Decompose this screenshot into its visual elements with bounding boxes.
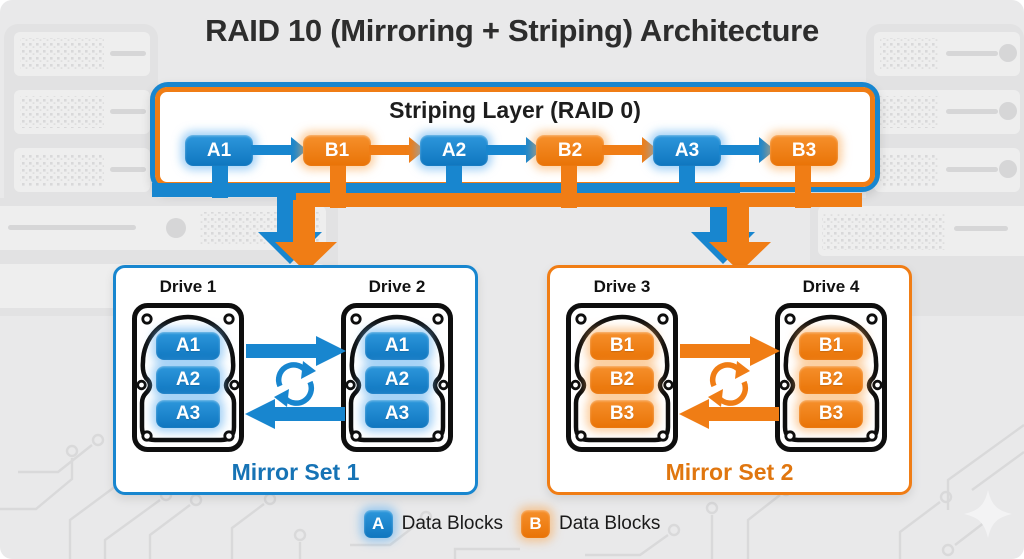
drive-block-a2: A2 [365, 366, 429, 394]
screw-icon [570, 313, 674, 442]
drive-block-b1: B1 [590, 332, 654, 360]
mirror-set-label: Mirror Set 1 [231, 459, 360, 485]
sparkle-icon [964, 490, 1012, 538]
stripe-block-b2: B2 [536, 135, 604, 166]
drive-block-b3: B3 [590, 400, 654, 428]
drive-block-a3: A3 [156, 400, 220, 428]
stripe-right-arrow-icon [369, 137, 425, 163]
page-title: RAID 10 (Mirroring + Striping) Architect… [205, 13, 819, 48]
mirror-set-label: Mirror Set 2 [665, 459, 794, 485]
legend-key-a: A [363, 510, 393, 538]
stripe-right-arrow-icon [251, 137, 307, 163]
drive-name: Drive 1 [159, 277, 217, 296]
drive-name: Drive 3 [593, 277, 651, 296]
stripe-block-a3: A3 [653, 135, 721, 166]
drive-block-a1: A1 [156, 332, 220, 360]
drive-block-a2: A2 [156, 366, 220, 394]
sync-icon [708, 361, 750, 407]
stripe-right-arrow-icon [719, 137, 775, 163]
screw-icon [136, 313, 240, 442]
drive-block-b1: B1 [799, 332, 863, 360]
drive-block-b2: B2 [799, 366, 863, 394]
legend-key-b: B [521, 510, 550, 538]
sync-icon [274, 361, 316, 407]
legend-item-a: A Data Blocks [363, 510, 503, 538]
legend-label: Data Blocks [559, 513, 661, 534]
screw-icon [345, 313, 449, 442]
drive-block-a1: A1 [365, 332, 429, 360]
drive-block-b3: B3 [799, 400, 863, 428]
drive-block-a3: A3 [365, 400, 429, 428]
stripe-block-a2: A2 [420, 135, 488, 166]
stripe-block-a1: A1 [185, 135, 253, 166]
right-arrow-icon [680, 336, 780, 366]
drive-block-b2: B2 [590, 366, 654, 394]
left-arrow-icon [679, 399, 779, 429]
legend-label: Data Blocks [401, 513, 503, 534]
legend: A Data Blocks B Data Blocks [0, 507, 1024, 541]
drive-name: Drive 2 [368, 277, 426, 296]
drive-name: Drive 4 [802, 277, 860, 296]
legend-item-b: B Data Blocks [521, 510, 660, 538]
left-arrow-icon [245, 399, 345, 429]
stripe-right-arrow-icon [602, 137, 658, 163]
stripe-right-arrow-icon [486, 137, 542, 163]
screw-icon [779, 313, 883, 442]
stripe-block-b1: B1 [303, 135, 371, 166]
striping-layer-title: Striping Layer (RAID 0) [389, 97, 641, 123]
stripe-block-b3: B3 [770, 135, 838, 166]
right-arrow-icon [246, 336, 346, 366]
striping-layer-box: Striping Layer (RAID 0) A1 B1 A2 B2 A3 B3 [150, 82, 880, 192]
